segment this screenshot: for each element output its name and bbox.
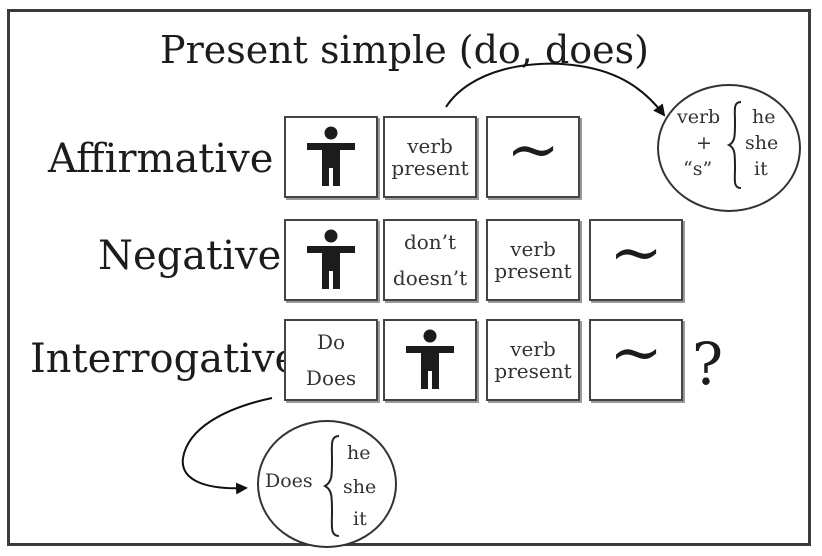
third-person-s-bubble: verb + “s” he she it [657,84,801,212]
affirmative-subject-card [284,116,378,198]
negative-subject-card [284,219,378,301]
negative-verb-card: verb present [486,219,580,301]
interrogative-complement-card: ~ [589,319,683,401]
negative-auxiliary-card: don’t doesn’t [383,219,477,301]
bubble-pronoun-she: she [343,476,377,498]
curly-brace-icon [323,435,340,537]
person-icon [307,126,355,186]
present-label: present [494,259,572,283]
do-label: Do [316,330,346,354]
interrogative-auxiliary-card: Do Does [284,319,378,401]
bubble-pronoun-it: it [754,158,768,180]
interrogative-verb-card: verb present [486,319,580,401]
verb-label: verb [407,134,453,158]
curved-arrow-icon [181,397,273,495]
bubble-s-label: “s” [683,158,713,180]
person-icon [406,329,454,389]
bubble-verb-label: verb [677,106,721,128]
does-label: Does [305,366,357,390]
present-label: present [494,359,572,383]
negative-complement-card: ~ [589,219,683,301]
row-label-affirmative: Affirmative [48,136,274,182]
person-icon [307,229,355,289]
tilde-symbol: ~ [609,316,663,390]
doesnt-label: doesn’t [392,266,468,290]
bubble-pronoun-she: she [745,132,779,154]
affirmative-verb-card: verb present [383,116,477,198]
bubble-plus-label: + [696,132,712,154]
curly-brace-icon [727,101,742,189]
dont-label: don’t [403,230,457,254]
diagram-frame [7,9,811,546]
verb-label: verb [510,237,556,261]
bubble-pronoun-he: he [347,442,371,464]
affirmative-complement-card: ~ [486,116,580,198]
does-question-bubble: Does he she it [257,420,397,548]
curved-arrow-icon [445,62,666,117]
question-mark: ? [692,330,724,398]
bubble-pronoun-he: he [752,106,776,128]
interrogative-subject-card [383,319,477,401]
present-label: present [391,156,469,180]
row-label-interrogative: Interrogative [30,336,299,382]
bubble-pronoun-it: it [353,508,367,530]
verb-label: verb [510,337,556,361]
row-label-negative: Negative [98,233,282,279]
tilde-symbol: ~ [506,113,560,187]
bubble-does-label: Does [265,470,313,492]
tilde-symbol: ~ [609,216,663,290]
